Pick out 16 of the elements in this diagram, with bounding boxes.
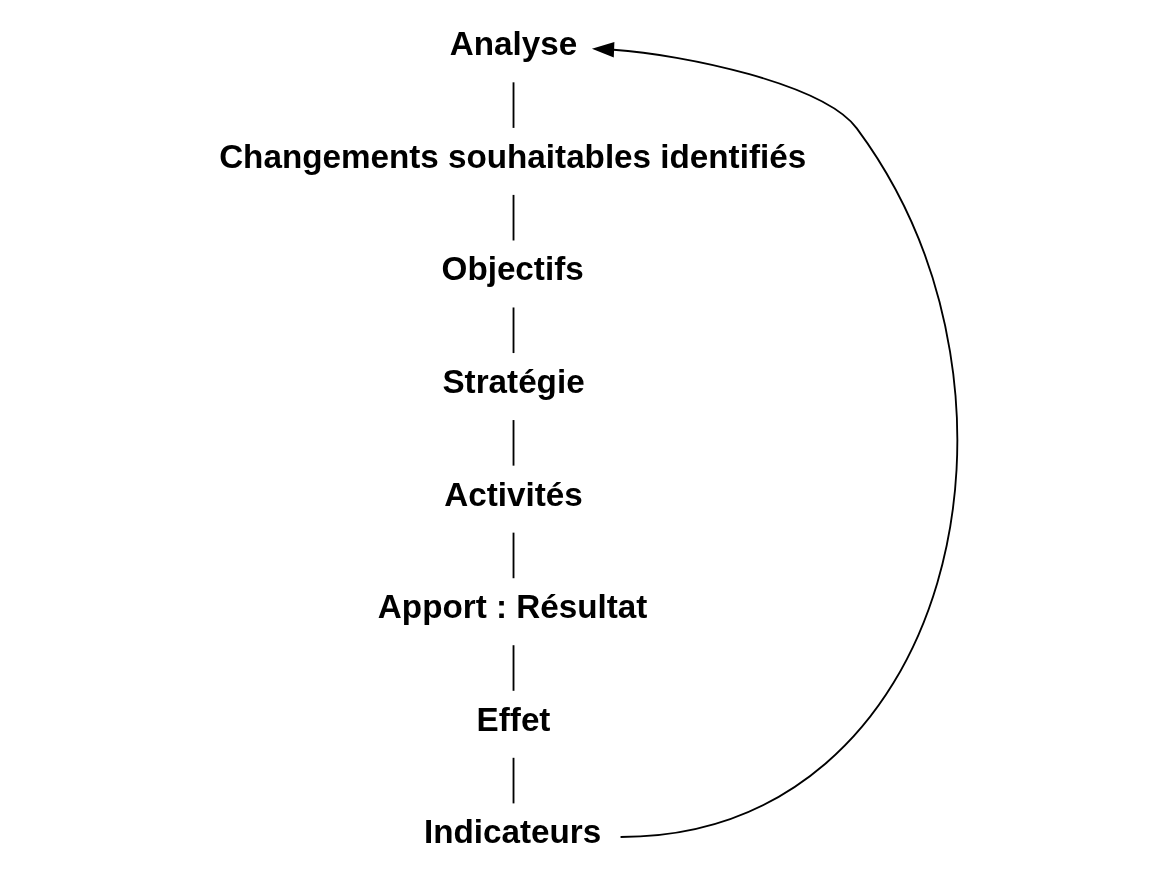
node-text: Stratégie (441, 362, 585, 400)
node-text: Analyse (449, 25, 577, 63)
connector (512, 644, 514, 692)
arrow (591, 41, 958, 838)
node-text: Activités (443, 475, 583, 513)
node-text: Effet (476, 700, 550, 738)
node-text: Indicateurs (423, 813, 601, 851)
connector (512, 306, 514, 354)
node-text: Objectifs (441, 250, 584, 288)
connector (512, 531, 514, 580)
node-text: Apport : Résultat (377, 588, 647, 626)
connector (512, 81, 514, 129)
connector (512, 756, 514, 805)
connector (512, 193, 514, 242)
node-text: Changements souhaitables identifiés (218, 137, 806, 175)
connector (512, 419, 514, 467)
